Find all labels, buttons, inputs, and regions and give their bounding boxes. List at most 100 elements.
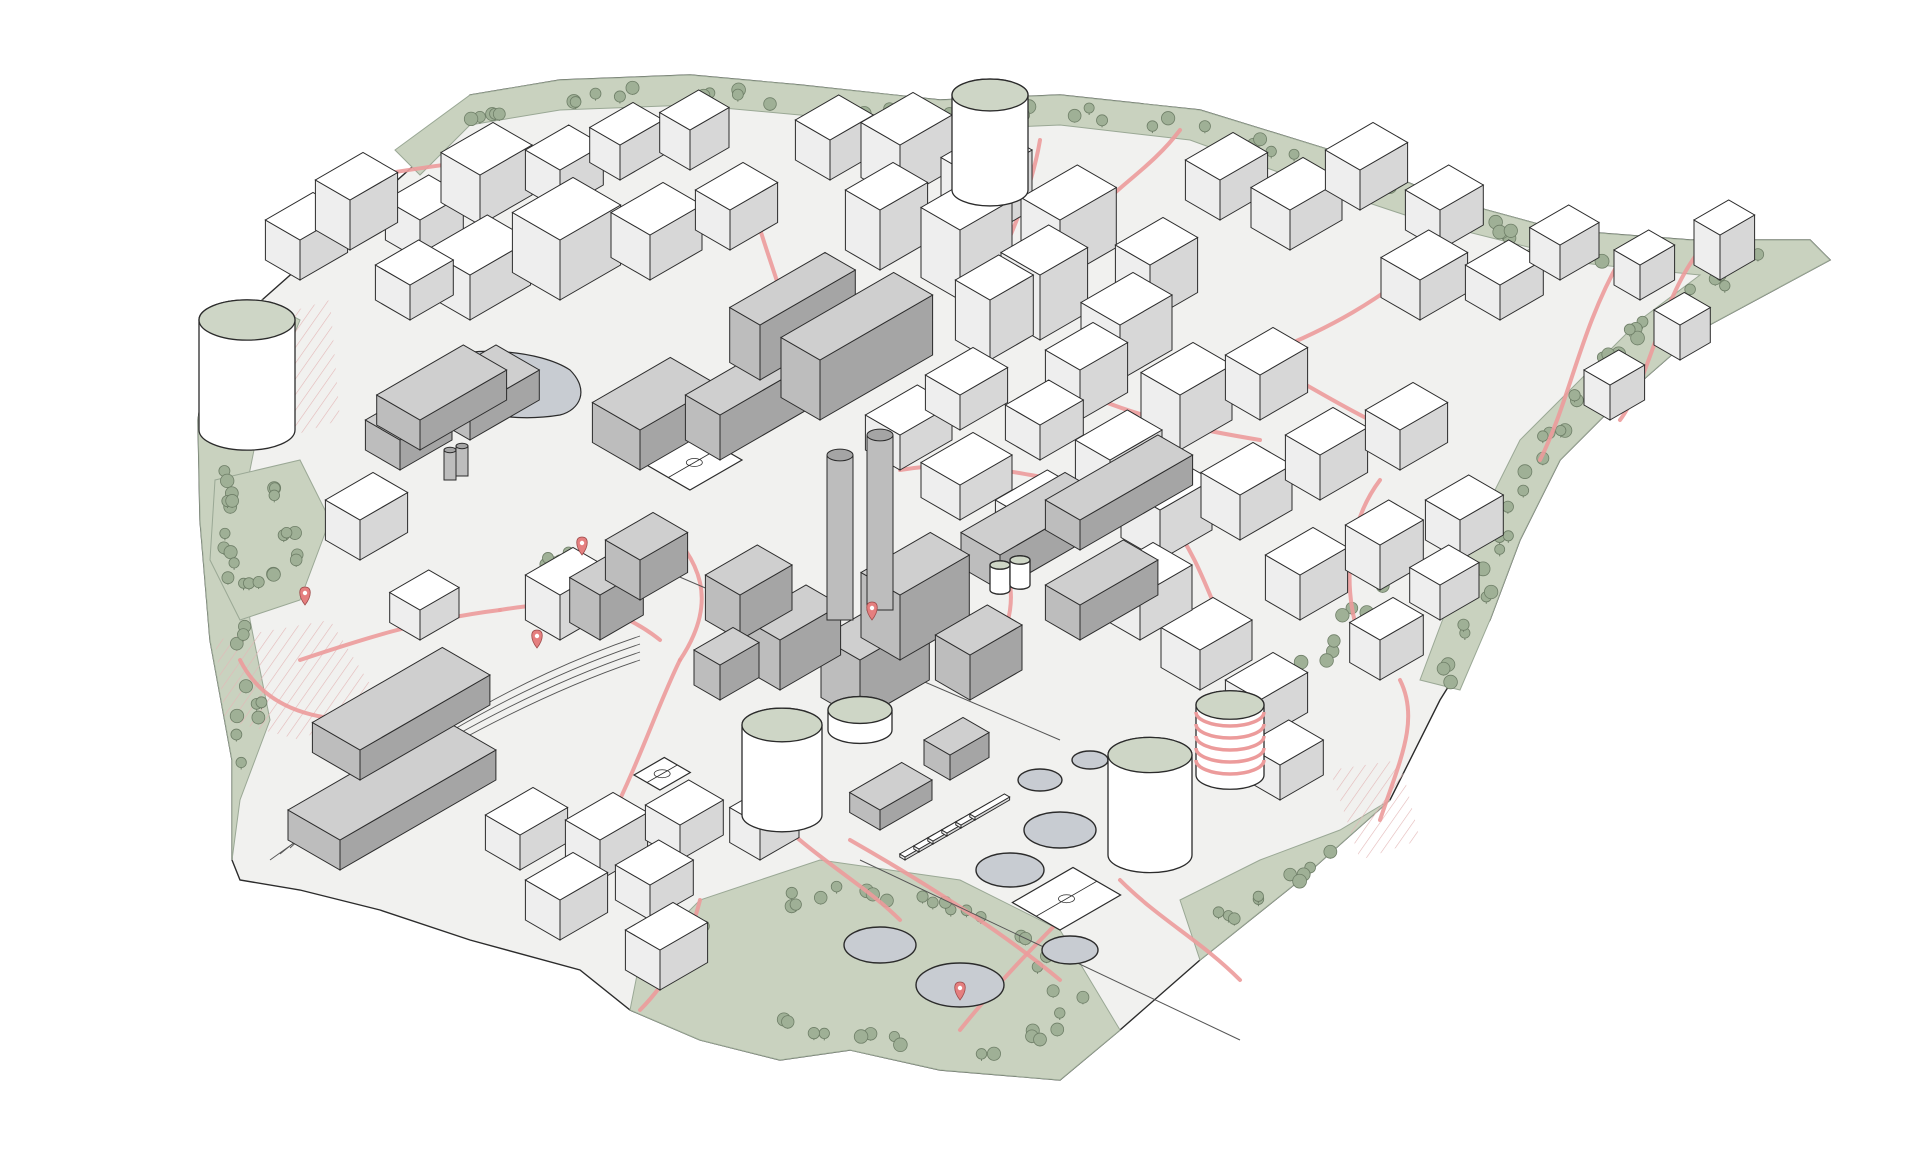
building-roof [968, 793, 1011, 818]
tree [1288, 148, 1300, 160]
tree [1443, 674, 1458, 690]
building-roof [1044, 321, 1129, 371]
tree [229, 708, 245, 724]
chimney [826, 448, 854, 621]
tree [1212, 906, 1225, 918]
building-roof [1408, 544, 1481, 586]
tank-ramp [1194, 735, 1266, 752]
building [644, 779, 725, 861]
building [919, 431, 1014, 521]
treatment-basin [1017, 768, 1063, 792]
industrial-building [779, 271, 934, 421]
tank-ramp [1194, 711, 1266, 728]
tree [230, 728, 243, 741]
hatched-plaza-east [1330, 760, 1420, 860]
industrial-building [848, 761, 934, 831]
building-roof [1582, 349, 1646, 386]
building [324, 471, 409, 561]
building-roof [1184, 131, 1269, 181]
tree [1555, 424, 1567, 437]
building-roof [919, 431, 1014, 486]
tree [785, 886, 798, 899]
industrial-building [604, 511, 689, 601]
building [388, 569, 461, 641]
building [1464, 239, 1545, 321]
tree [781, 1015, 795, 1029]
tree [492, 107, 506, 121]
industrial-building [692, 626, 761, 701]
tree [830, 880, 843, 893]
tree [223, 545, 238, 560]
building [1324, 121, 1409, 211]
tree [220, 473, 235, 489]
building [1348, 596, 1425, 681]
tree [1319, 653, 1334, 668]
tree [1501, 500, 1514, 513]
map-pin-shape [299, 586, 311, 606]
tank-ramp [1194, 747, 1266, 764]
map-pin-dot [579, 540, 585, 546]
tree [1054, 1007, 1066, 1019]
tree [807, 1027, 820, 1040]
industrial-building [1044, 539, 1159, 641]
building [1692, 199, 1756, 281]
tree [986, 1046, 1001, 1061]
tree [763, 97, 777, 111]
building-roof [1199, 441, 1294, 496]
building-roof [844, 161, 929, 211]
tree [1436, 661, 1451, 676]
tree [1483, 584, 1499, 600]
tree [238, 679, 253, 694]
tree [1067, 108, 1082, 123]
building [1528, 204, 1601, 281]
tree [1083, 102, 1095, 114]
treatment-basin [1023, 811, 1097, 849]
building [694, 161, 779, 251]
tree [1292, 873, 1307, 889]
building [374, 239, 455, 321]
tree [225, 494, 239, 508]
building-roof [1344, 499, 1425, 546]
building [1612, 229, 1676, 301]
path-segment [1378, 678, 1411, 822]
map-pin-icon [576, 536, 588, 556]
building-roof [1224, 326, 1309, 376]
map-pin-icon [866, 601, 878, 621]
chimney-top [443, 446, 457, 454]
building-roof [609, 181, 704, 236]
tree [1033, 1032, 1047, 1047]
court-circle [685, 458, 703, 467]
building [1408, 544, 1481, 621]
tree [289, 553, 303, 567]
building [1344, 499, 1425, 591]
tree [1623, 323, 1636, 336]
building [1284, 406, 1369, 501]
chimney-shaft [443, 449, 457, 481]
map-pin-shape [576, 536, 588, 556]
location-markers [299, 536, 966, 1001]
tree [266, 567, 281, 582]
building-roof [375, 344, 508, 421]
path-segment [1118, 878, 1242, 982]
tree [1684, 283, 1696, 296]
treatment-basin [1041, 935, 1099, 965]
building [658, 89, 731, 171]
building-roof [1019, 164, 1118, 221]
building-roof [704, 544, 794, 596]
building [1582, 349, 1646, 421]
court-center-line [646, 764, 678, 783]
tree [1517, 484, 1530, 497]
building [1199, 441, 1294, 541]
tree [1568, 389, 1581, 402]
building-roof [1159, 596, 1254, 651]
tree [280, 526, 293, 539]
building-roof [954, 254, 1035, 301]
building-roof [588, 101, 665, 146]
sports-court-icon [1011, 866, 1122, 931]
tree [1327, 634, 1341, 648]
tree [1503, 223, 1518, 238]
tree [268, 489, 280, 502]
map-pin-shape [531, 629, 543, 649]
small-silo [989, 560, 1011, 595]
clarifier-lane [968, 793, 1011, 821]
